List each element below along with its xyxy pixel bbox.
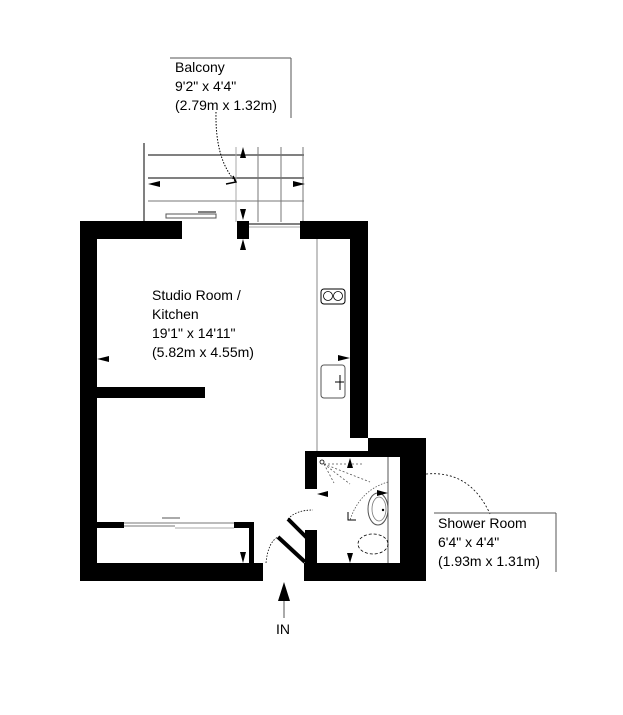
studio-imperial-size: 19'1" x 14'11": [152, 325, 236, 341]
shower-room-name: Shower Room: [438, 515, 527, 531]
shower-room-imperial-size: 6'4" x 4'4": [438, 534, 500, 550]
balcony-area: [143, 111, 305, 222]
walls: [80, 221, 426, 581]
label-leader-line: [215, 111, 237, 183]
kitchen-counter: [97, 239, 350, 451]
balcony-label: Balcony 9'2" x 4'4" (2.79m x 1.32m): [175, 58, 277, 115]
basin-icon: [367, 492, 389, 526]
entrance-doors: [265, 509, 314, 564]
balcony-metric-size: (2.79m x 1.32m): [175, 97, 277, 113]
entrance-arrow-icon: [278, 582, 290, 618]
label-leader-line: [425, 473, 491, 515]
studio-metric-size: (5.82m x 4.55m): [152, 344, 254, 360]
studio-name-line1: Studio Room /: [152, 287, 241, 303]
entrance-label: IN: [276, 621, 290, 637]
studio-label: Studio Room / Kitchen 19'1" x 14'11" (5.…: [152, 286, 254, 362]
shower-head-icon: [319, 459, 325, 465]
hob-icon: [320, 288, 346, 305]
dimension-arrow-up: [240, 147, 246, 158]
balcony-name: Balcony: [175, 59, 225, 75]
shower-room-fixtures: [317, 457, 491, 563]
dimension-arrow-right: [293, 181, 305, 187]
dimension-arrow-left: [148, 181, 160, 187]
dimension-arrow-down: [240, 209, 246, 220]
wardrobe: [124, 517, 246, 563]
balcony-imperial-size: 9'2" x 4'4": [175, 78, 237, 94]
toilet-icon: [357, 533, 389, 555]
sink-icon: [320, 364, 346, 399]
shower-room-label: Shower Room 6'4" x 4'4" (1.93m x 1.31m): [438, 514, 540, 571]
shower-room-metric-size: (1.93m x 1.31m): [438, 553, 540, 569]
studio-name-line2: Kitchen: [152, 306, 199, 322]
